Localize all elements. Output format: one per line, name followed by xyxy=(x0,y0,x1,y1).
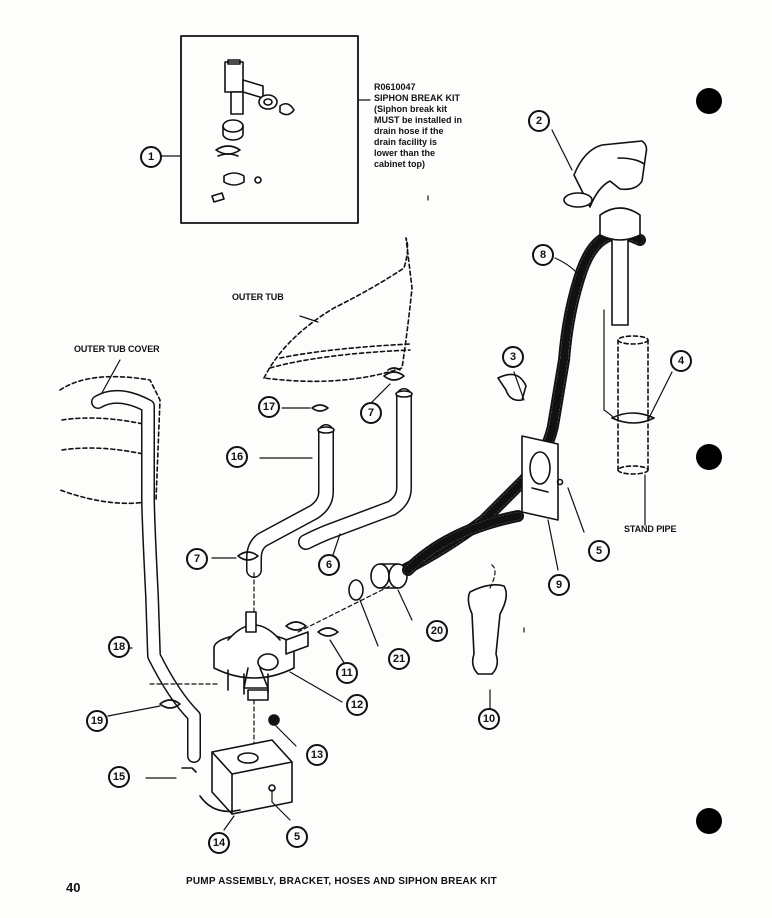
hose-bracket xyxy=(497,371,585,571)
callout-4: 4 xyxy=(670,350,692,372)
pump-bracket xyxy=(145,739,293,831)
outer-tub xyxy=(263,237,413,383)
pump-outlet-hose xyxy=(298,388,413,559)
siphon-kit-text: R0610047 SIPHON BREAK KIT (Siphon break … xyxy=(374,82,504,170)
callout-5: 5 xyxy=(286,826,308,848)
kit-note-line: MUST be installed in xyxy=(374,115,463,125)
elbow-fitting xyxy=(551,129,648,208)
callout-6: 6 xyxy=(318,554,340,576)
small-parts xyxy=(107,699,297,747)
hose-coupling xyxy=(348,510,524,647)
callout-15: 15 xyxy=(108,766,130,788)
kit-note-line: lower than the xyxy=(374,148,436,158)
callout-7: 7 xyxy=(360,402,382,424)
callout-21: 21 xyxy=(388,648,410,670)
figure-caption: PUMP ASSEMBLY, BRACKET, HOSES AND SIPHON… xyxy=(186,876,497,887)
kit-note-line: drain facility is xyxy=(374,137,438,147)
kit-note-line: cabinet top) xyxy=(374,159,425,169)
pump-clamps xyxy=(285,621,347,667)
callout-16: 16 xyxy=(226,446,248,468)
hose-cover xyxy=(467,563,508,709)
stand-pipe-label: STAND PIPE xyxy=(624,524,677,534)
page-number: 40 xyxy=(66,880,81,895)
callout-8: 8 xyxy=(532,244,554,266)
callout-9: 9 xyxy=(548,574,570,596)
pump xyxy=(149,571,399,761)
callout-13: 13 xyxy=(306,744,328,766)
callout-5: 5 xyxy=(588,540,610,562)
kit-part-number: R0610047 xyxy=(374,82,416,92)
callout-19: 19 xyxy=(86,710,108,732)
tub-cover-hose xyxy=(91,389,201,763)
callout-10: 10 xyxy=(478,708,500,730)
callout-11: 11 xyxy=(336,662,358,684)
callout-17: 17 xyxy=(258,396,280,418)
callout-7: 7 xyxy=(186,548,208,570)
stand-pipe xyxy=(603,309,673,526)
kit-note-line: (Siphon break kit xyxy=(374,104,448,114)
binder-hole xyxy=(696,88,722,114)
kit-title: SIPHON BREAK KIT xyxy=(374,93,461,103)
callout-3: 3 xyxy=(502,346,524,368)
callout-2: 2 xyxy=(528,110,550,132)
binder-hole xyxy=(696,808,722,834)
callout-12: 12 xyxy=(346,694,368,716)
kit-note-line: drain hose if the xyxy=(374,126,444,136)
siphon-break-kit-box xyxy=(159,35,371,224)
callout-1: 1 xyxy=(140,146,162,168)
binder-hole xyxy=(696,444,722,470)
callout-14: 14 xyxy=(208,832,230,854)
callout-18: 18 xyxy=(108,636,130,658)
callout-20: 20 xyxy=(426,620,448,642)
outer-tub-cover-label: OUTER TUB COVER xyxy=(74,344,160,354)
hose-clamps xyxy=(211,367,405,561)
pump-inlet-hose xyxy=(246,424,335,578)
outer-tub-label: OUTER TUB xyxy=(232,292,284,302)
